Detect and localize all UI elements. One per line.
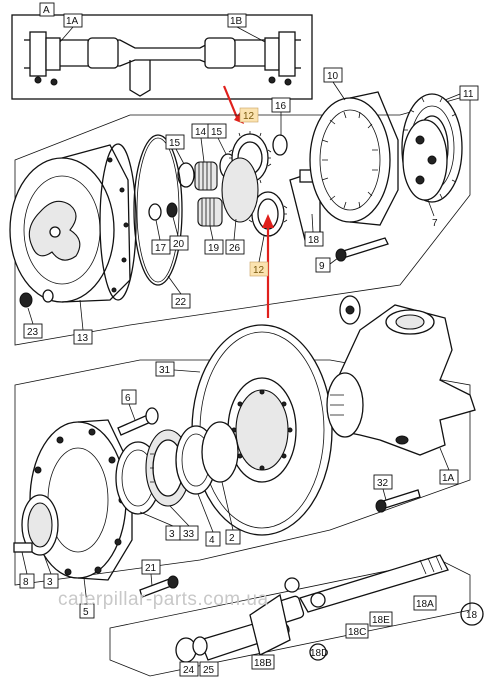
- callout-18-circle-ring: [460, 602, 484, 626]
- planet-gears: [177, 131, 288, 237]
- callout-1A-knuckle: 1A: [442, 473, 455, 484]
- callout-24: 24: [183, 665, 195, 676]
- callout-18D: 18D: [310, 648, 328, 659]
- callout-10: 10: [327, 71, 339, 82]
- callout-18B: 18B: [254, 658, 272, 669]
- callout-3-seal: 3: [47, 577, 53, 588]
- callout-19: 19: [208, 243, 220, 254]
- watermark: caterpillar-parts.com.ua: [58, 589, 269, 610]
- bolt-32: [375, 489, 421, 513]
- callout-23: 23: [27, 327, 39, 338]
- callout-18A: 18A: [416, 599, 434, 610]
- differential-housing: [129, 60, 151, 97]
- callout-18E: 18E: [372, 615, 390, 626]
- callout-14: 14: [195, 127, 207, 138]
- seal-3-left: [21, 494, 59, 556]
- steering-knuckle-1A: [326, 295, 476, 456]
- callout-32: 32: [377, 478, 389, 489]
- callout-11: 11: [463, 89, 474, 100]
- callout-12-bottom: 12: [253, 265, 265, 276]
- callout-18: 18: [308, 235, 320, 246]
- callout-31: 31: [159, 365, 171, 376]
- thrust-parts-17-20: [148, 202, 178, 221]
- callout-9: 9: [319, 261, 325, 272]
- left-knuckle: [45, 37, 61, 71]
- axle-overview-inset: A 1A 1B: [11, 2, 313, 100]
- axle-center-right: [204, 37, 236, 69]
- axle-center-left: [87, 37, 119, 69]
- callout-15-b: 15: [211, 127, 223, 138]
- callout-A-box: [39, 2, 55, 17]
- callout-6: 6: [125, 393, 131, 404]
- callout-12-top-highlight: [239, 107, 259, 123]
- callout-13: 13: [77, 333, 89, 344]
- callout-8: 8: [23, 577, 29, 588]
- callout-3-bearing: 3: [169, 529, 175, 540]
- callout-20: 20: [173, 239, 185, 250]
- inset-frame: [11, 14, 313, 100]
- planet-carrier-7: [402, 119, 448, 201]
- drain-plug-23: [19, 289, 54, 308]
- callout-4: 4: [209, 535, 215, 546]
- callout-1A: 1A: [66, 16, 79, 27]
- ring-gear-10: [309, 91, 399, 226]
- hub-housing-13: [9, 143, 137, 303]
- callout-26: 26: [229, 243, 241, 254]
- callout-A: A: [43, 5, 50, 16]
- right-hub: [278, 31, 296, 77]
- stud-8: [13, 542, 33, 553]
- bolt-9: [335, 237, 389, 262]
- callout-16: 16: [275, 101, 287, 112]
- callout-12-top: 12: [243, 111, 255, 122]
- bearing-set: [115, 421, 239, 515]
- callout-17: 17: [155, 243, 167, 254]
- callout-25: 25: [203, 665, 215, 676]
- callout-18-circle: 18: [466, 610, 478, 621]
- callout-22: 22: [175, 297, 187, 308]
- callout-7: 7: [432, 218, 438, 229]
- left-hub: [29, 31, 47, 77]
- right-knuckle: [264, 37, 280, 71]
- callout-33: 33: [183, 529, 195, 540]
- o-ring-22: [133, 134, 183, 286]
- planetary-group-frame: [14, 94, 471, 346]
- driveshaft-18: [175, 554, 449, 663]
- callout-5: 5: [83, 607, 89, 618]
- callout-1B: 1B: [230, 16, 243, 27]
- callout-21: 21: [145, 563, 157, 574]
- callout-labels: 10 11 16 12 15 14 15 17 20 19: [19, 67, 484, 677]
- bolt-21: [139, 575, 179, 598]
- callout-15-a: 15: [169, 138, 181, 149]
- bolt-6: [117, 407, 159, 436]
- callout-2: 2: [229, 533, 235, 544]
- callout-18C: 18C: [348, 627, 366, 638]
